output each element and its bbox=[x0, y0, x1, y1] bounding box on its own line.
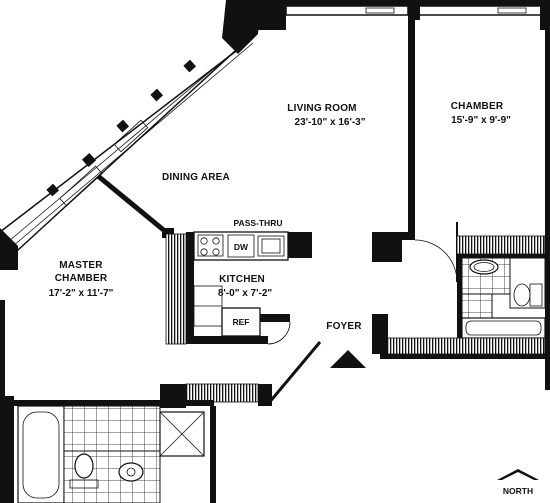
exterior-wall-top bbox=[250, 0, 550, 30]
dishwasher-label: DW bbox=[234, 242, 249, 252]
living-room-dims: 23'-10" x 16'-3" bbox=[295, 117, 366, 128]
exterior-wall-diagonal bbox=[0, 0, 260, 270]
dining-area-name: DINING AREA bbox=[162, 172, 230, 183]
partition-dining-kitchen bbox=[96, 174, 174, 238]
north-label: NORTH bbox=[503, 486, 533, 496]
master-chamber-name-line1: MASTER bbox=[59, 260, 103, 271]
partition-living-chamber bbox=[372, 20, 458, 283]
foyer-entry bbox=[266, 314, 388, 405]
chamber-bathroom bbox=[380, 235, 546, 359]
exterior-wall-left bbox=[0, 300, 14, 503]
kitchen-name: KITCHEN bbox=[219, 274, 265, 285]
master-bathroom bbox=[14, 383, 272, 503]
north-arrow-icon bbox=[497, 469, 539, 480]
exterior-wall-right bbox=[545, 30, 550, 390]
kitchen-block bbox=[165, 231, 312, 345]
chamber-name: CHAMBER bbox=[451, 101, 504, 112]
entry-arrow-icon bbox=[330, 350, 366, 368]
living-room-name: LIVING ROOM bbox=[287, 103, 356, 114]
pass-thru-label: PASS-THRU bbox=[234, 218, 283, 228]
master-chamber-dims: 17'-2" x 11'-7" bbox=[49, 288, 114, 299]
foyer-name: FOYER bbox=[326, 321, 362, 332]
chamber-dims: 15'-9" x 9'-9" bbox=[451, 115, 511, 126]
master-chamber-name-line2: CHAMBER bbox=[55, 273, 108, 284]
refrigerator-label: REF bbox=[233, 317, 250, 327]
kitchen-dims: 8'-0" x 7'-2" bbox=[218, 288, 273, 299]
